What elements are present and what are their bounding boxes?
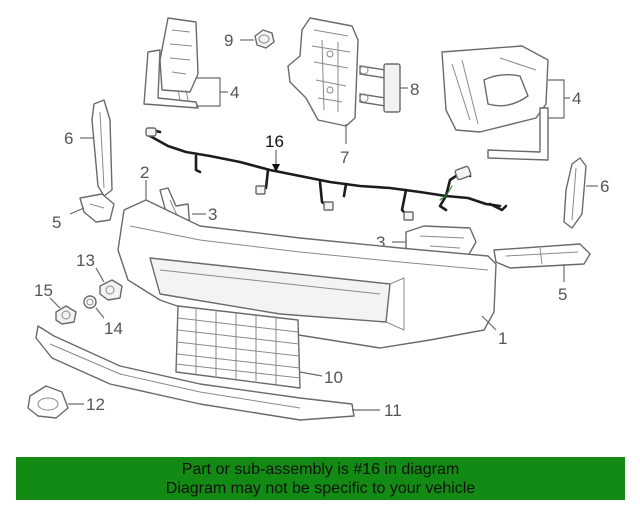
leader-14 — [95, 307, 105, 319]
callout-16[interactable]: 16 — [265, 132, 284, 151]
callout-13: 13 — [76, 251, 95, 270]
leader-15 — [49, 297, 61, 309]
part-4-right-bracket — [441, 45, 549, 161]
part-14-ring — [83, 295, 97, 309]
leader-10 — [299, 371, 323, 377]
leader-4-right — [548, 79, 570, 119]
callout-12: 12 — [86, 395, 105, 414]
part-9-clip — [254, 29, 275, 49]
callout-3-left: 3 — [208, 205, 217, 224]
callout-14: 14 — [104, 319, 123, 338]
callout-4-left: 4 — [230, 83, 239, 102]
part-12-bracket — [27, 385, 69, 419]
callout-5-left: 5 — [52, 213, 61, 232]
callout-6-right: 6 — [600, 177, 609, 196]
leader-4-left — [196, 77, 228, 107]
part-6-left-strip — [91, 99, 113, 197]
leader-13 — [95, 267, 105, 283]
part-7-center-bracket — [287, 17, 359, 127]
info-banner: Part or sub-assembly is #16 in diagram D… — [16, 457, 625, 500]
part-5-right-bracket — [493, 243, 591, 269]
parts-diagram: 4 9 7 8 4 6 — [27, 17, 609, 421]
callout-11: 11 — [384, 401, 402, 420]
callout-1: 1 — [498, 329, 507, 348]
callout-10: 10 — [324, 368, 343, 387]
callout-2: 2 — [140, 163, 149, 182]
callout-7: 7 — [340, 148, 349, 167]
callout-6-left: 6 — [64, 129, 73, 148]
leader-1 — [481, 315, 497, 331]
part-1-bumper — [117, 199, 497, 349]
leader-16-arrow — [272, 164, 280, 172]
part-4-left-bracket — [143, 17, 199, 109]
part-6-right-strip — [563, 157, 587, 229]
leader-5-left — [69, 207, 85, 215]
part-8-bolts — [359, 63, 401, 113]
banner-line-1: Part or sub-assembly is #16 in diagram — [181, 461, 460, 478]
callout-15: 15 — [34, 281, 53, 300]
part-11-valance — [35, 325, 355, 421]
callout-4-right: 4 — [572, 89, 581, 108]
callout-8: 8 — [410, 80, 419, 99]
callout-3-right: 3 — [376, 233, 385, 252]
part-5-left-bracket — [79, 193, 115, 223]
part-10-grille — [175, 305, 301, 389]
callout-9: 9 — [224, 31, 233, 50]
banner-line-2: Diagram may not be specific to your vehi… — [165, 480, 476, 497]
part-15-grommet — [55, 305, 77, 325]
part-13-sensor — [99, 279, 123, 301]
part-16-wiring-harness[interactable] — [145, 127, 508, 221]
callout-5-right: 5 — [558, 285, 567, 304]
